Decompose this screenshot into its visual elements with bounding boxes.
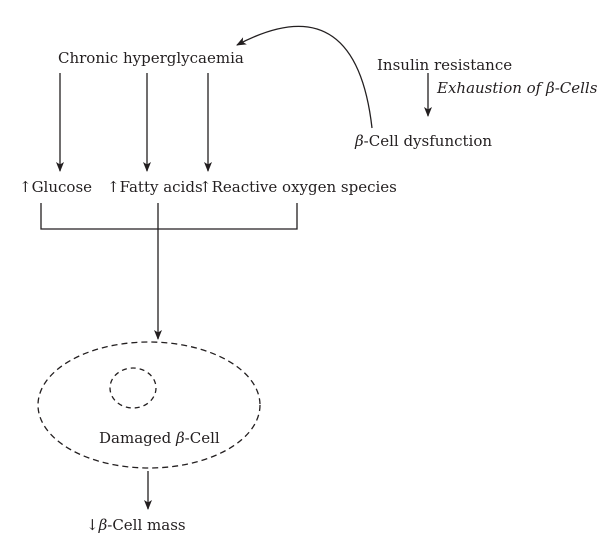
beta-cell-mass-label: ↓β-Cell mass (86, 516, 186, 534)
damaged-rest: -Cell (184, 429, 220, 447)
damaged-prefix: Damaged (99, 429, 176, 447)
glucose-label: ↑Glucose (19, 178, 92, 196)
damaged-cell-label: Damaged β-Cell (99, 429, 220, 447)
dysfunction-beta: β (355, 132, 364, 150)
fatty-acids-label: ↑Fatty acids (107, 178, 203, 196)
merge-bracket (40, 203, 298, 230)
fatty-up-arrow: ↑ (107, 178, 120, 196)
damaged-cell-nucleus (109, 367, 157, 409)
insulin-resistance-text: Insulin resistance (377, 56, 513, 74)
beta-cell-dysfunction-label: β-Cell dysfunction (355, 132, 492, 150)
dysfunction-rest: -Cell dysfunction (363, 132, 493, 150)
exhaustion-label: Exhaustion of β-Cells (437, 79, 597, 97)
ros-up-arrow: ↑ (199, 178, 212, 196)
fatty-text: Fatty acids (119, 178, 203, 196)
damaged-cell-outline (37, 341, 261, 469)
curved-feedback-arrow (236, 25, 373, 129)
glucose-up-arrow: ↑ (19, 178, 32, 196)
exhaustion-beta: β (546, 79, 555, 97)
ros-text: Reactive oxygen species (211, 178, 397, 196)
mass-rest: -Cell mass (107, 516, 186, 534)
chronic-hyperglycaemia-label: Chronic hyperglycaemia (58, 49, 244, 67)
exhaustion-rest: -Cells (554, 79, 598, 97)
damaged-beta: β (176, 429, 185, 447)
exhaustion-prefix: Exhaustion of (437, 79, 547, 97)
glucose-text: Glucose (31, 178, 93, 196)
reactive-oxygen-label: ↑Reactive oxygen species (199, 178, 397, 196)
mass-beta: β (98, 516, 108, 534)
insulin-resistance-label: Insulin resistance (377, 56, 512, 74)
mass-down-arrow: ↓ (86, 516, 99, 534)
chronic-hyperglycaemia-text: Chronic hyperglycaemia (58, 49, 244, 67)
